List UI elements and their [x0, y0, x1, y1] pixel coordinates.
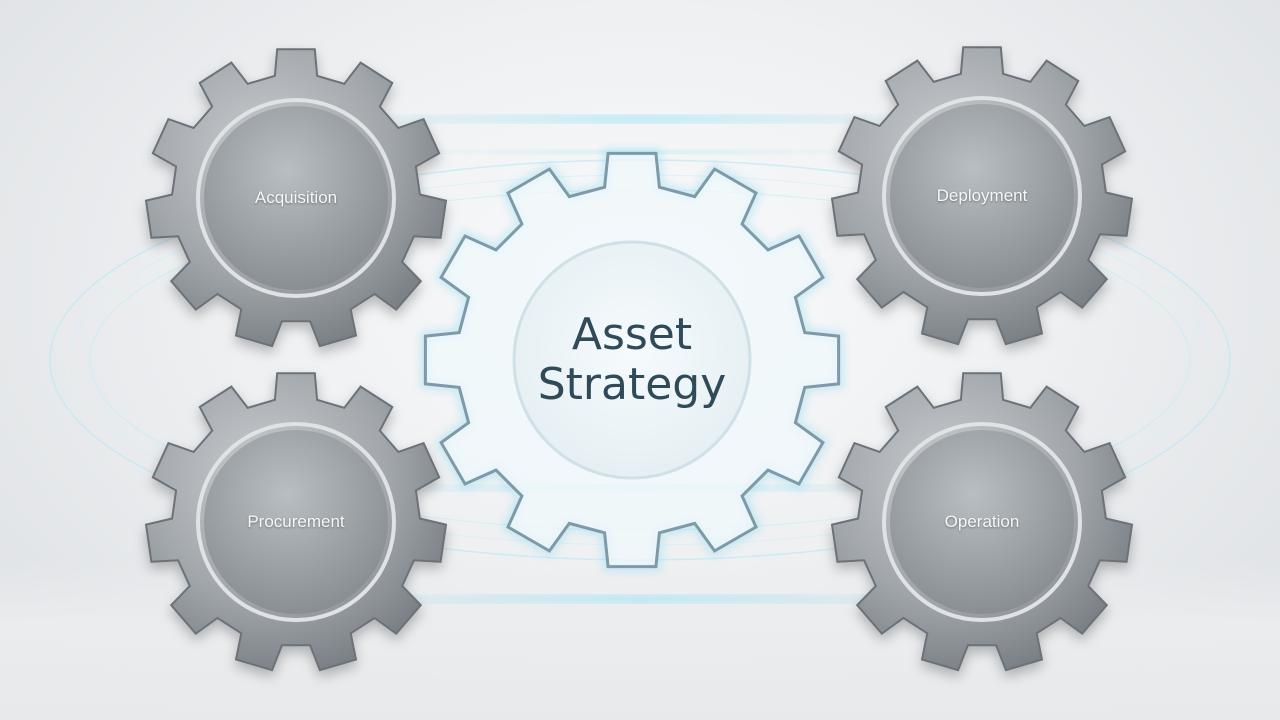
gear-top-right	[830, 46, 1134, 346]
center-title-line2: Strategy	[537, 359, 727, 410]
gear-label-bottom-left: Procurement	[247, 512, 345, 531]
gears-group	[144, 46, 1134, 672]
gear-face	[204, 106, 388, 290]
gear-label-bottom-right: Operation	[944, 512, 1020, 531]
center-gear	[420, 148, 844, 572]
gear-bottom-left	[144, 372, 448, 672]
gear-top-left	[144, 48, 448, 348]
gear-face	[204, 430, 388, 614]
gear-ring	[882, 422, 1082, 622]
center-title-line1: Asset	[571, 309, 693, 360]
gear-label-top-right: Deployment	[936, 186, 1028, 205]
gear-label-top-left: Acquisition	[254, 188, 338, 207]
gear-face	[890, 430, 1074, 614]
center-title: Asset Strategy	[538, 310, 727, 410]
gear-ring	[196, 98, 396, 298]
gear-ring	[882, 96, 1082, 296]
gear-face	[890, 104, 1074, 288]
gear-bottom-right	[830, 372, 1134, 672]
center-gear-face	[512, 240, 752, 480]
gear-ring	[196, 422, 396, 622]
